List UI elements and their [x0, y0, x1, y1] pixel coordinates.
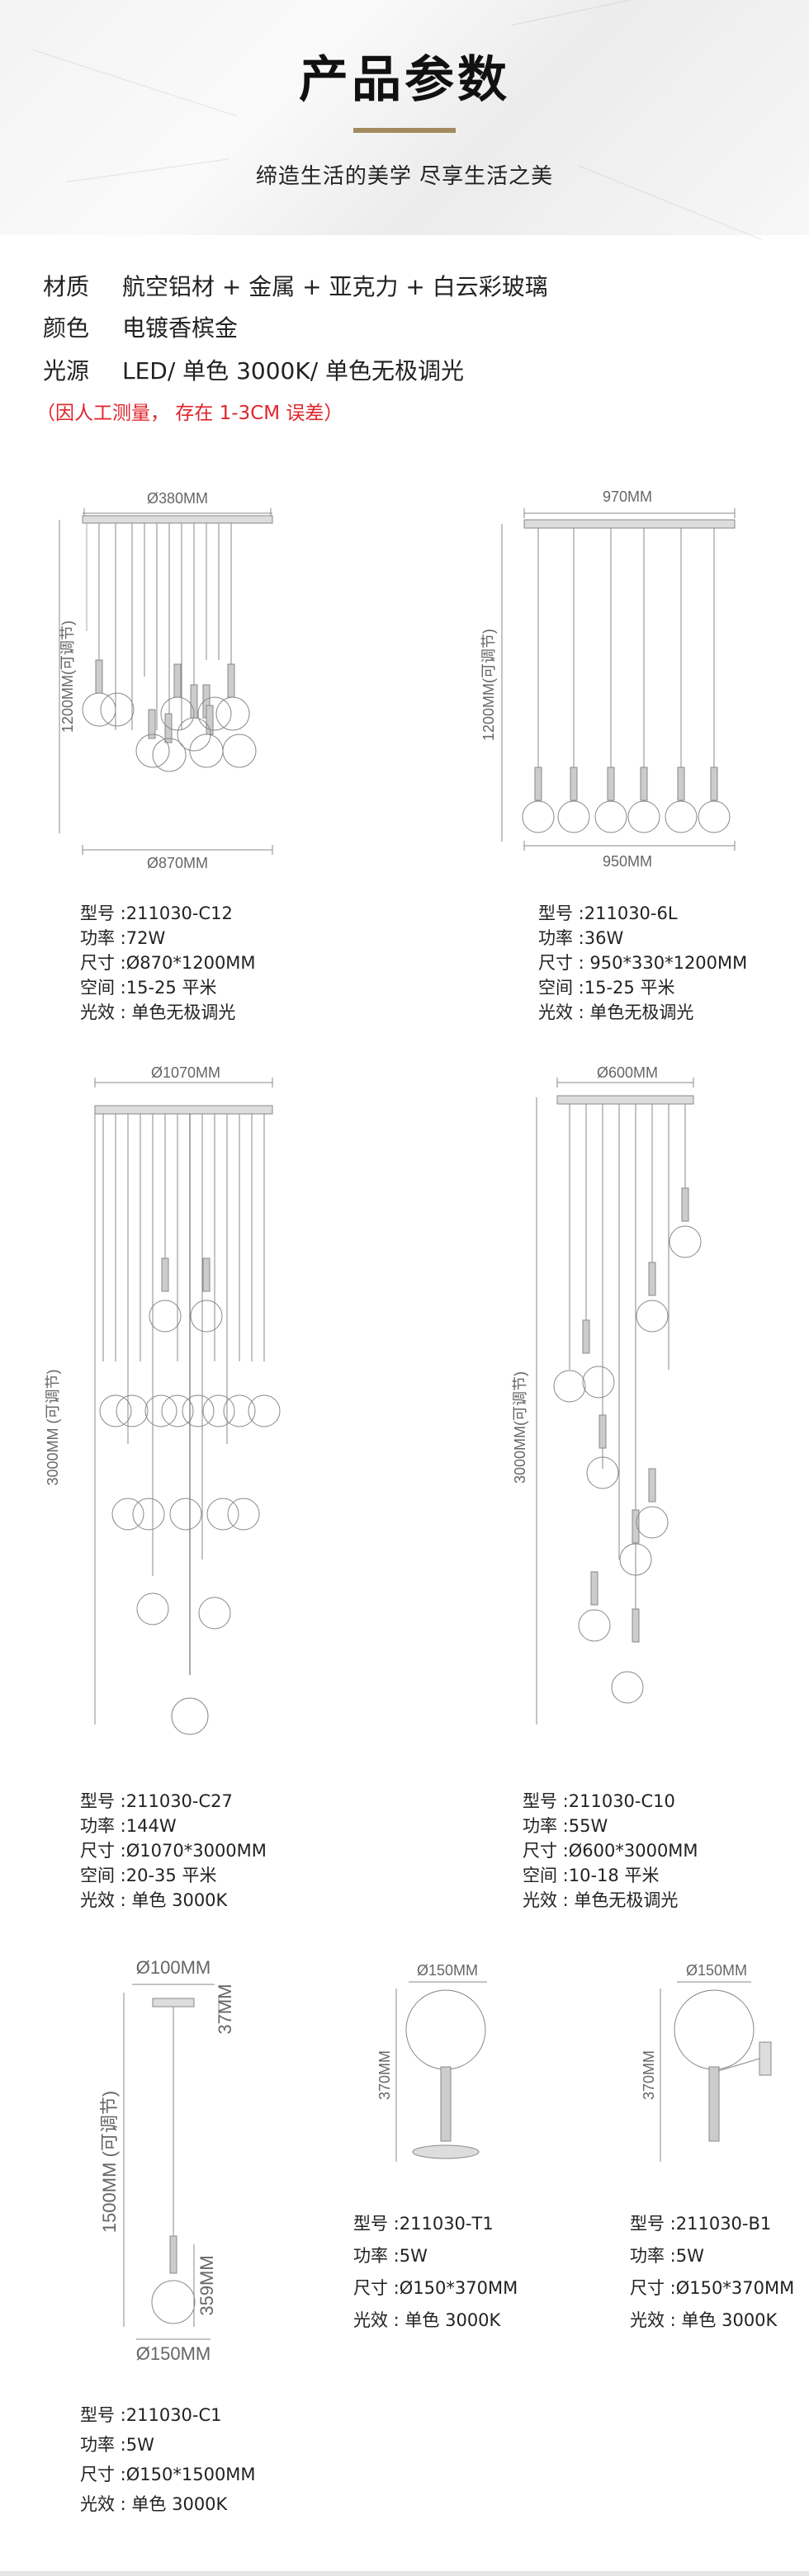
product-info-b1: 型号 :211030-B1 功率 :5W 尺寸 :Ø150*370MM 光效 :…	[630, 2211, 794, 2333]
product-info-c12: 型号 :211030-C12 功率 :72W 尺寸 :Ø870*1200MM 空…	[80, 901, 256, 1025]
dim-top: Ø1070MM	[151, 1064, 220, 1081]
dim-height: 370MM	[376, 2050, 393, 2100]
dim-height: 1500MM (可调节)	[99, 2091, 120, 2233]
drawing-b1: Ø150MM 370MM	[641, 1962, 772, 2162]
info-size: 尺寸 :Ø600*3000MM	[523, 1841, 698, 1861]
dim-bottom: Ø870MM	[147, 855, 208, 871]
info-power: 功率 :144W	[80, 1816, 177, 1836]
dim-bottom: 950MM	[603, 853, 652, 870]
product-info-c1: 型号 :211030-C1 功率 :5W 尺寸 :Ø150*1500MM 光效 …	[80, 2403, 256, 2517]
page-subtitle: 缔造生活的美学 尽享生活之美	[255, 164, 554, 189]
info-space: 空间 :10-18 平米	[523, 1866, 660, 1885]
info-power: 功率 :72W	[80, 928, 166, 948]
info-size: 尺寸 :Ø1070*3000MM	[80, 1841, 267, 1861]
info-light: 光效 : 单色无极调光	[80, 1003, 236, 1022]
dim-bottom: Ø150MM	[136, 2343, 211, 2364]
info-power: 功率 :5W	[80, 2435, 154, 2455]
drawing-6l: 970MM 950MM 1200MM(可调节)	[480, 488, 736, 870]
info-model: 型号 :211030-6L	[538, 903, 678, 923]
spec-color: 颜色 电镀香槟金	[43, 310, 238, 343]
info-power: 功率 :5W	[353, 2246, 428, 2266]
spec-label: 材质	[43, 273, 90, 300]
dim-height: 3000MM(可调节)	[512, 1371, 528, 1484]
spec-value: LED/ 单色 3000K/ 单色无极调光	[122, 357, 465, 385]
info-size: 尺寸 : 950*330*1200MM	[538, 953, 748, 973]
dim-top: Ø380MM	[147, 490, 208, 507]
title-divider	[353, 128, 456, 133]
info-light: 光效 : 单色 3000K	[80, 1890, 228, 1910]
info-size: 尺寸 :Ø150*1500MM	[80, 2465, 256, 2484]
info-model: 型号 :211030-C10	[523, 1791, 675, 1811]
spec-label: 颜色	[43, 314, 90, 342]
info-power: 功率 :5W	[630, 2246, 704, 2266]
measurement-note: （因人工测量， 存在 1-3CM 误差）	[36, 403, 343, 424]
info-power: 功率 :55W	[523, 1816, 608, 1836]
header-banner: 产品参数 缔造生活的美学 尽享生活之美	[0, 0, 809, 240]
drawing-c27: Ø1070MM 3000MM (可调节)	[45, 1064, 281, 1735]
spec-material: 材质 航空铝材 + 金属 + 亚克力 + 白云彩玻璃	[43, 269, 548, 302]
dim-top: Ø150MM	[686, 1962, 747, 1979]
info-light: 光效 : 单色无极调光	[538, 1003, 694, 1022]
info-light: 光效 : 单色 3000K	[80, 2494, 228, 2514]
info-space: 空间 :15-25 平米	[538, 978, 675, 998]
drawing-c10: Ø600MM 3000MM(可调节)	[512, 1064, 702, 1724]
dim-top: 970MM	[603, 488, 652, 505]
info-size: 尺寸 :Ø150*370MM	[630, 2278, 795, 2298]
info-model: 型号 :211030-B1	[630, 2214, 772, 2234]
info-space: 空间 :15-25 平米	[80, 978, 217, 998]
page-title: 产品参数	[299, 51, 510, 109]
info-light: 光效 : 单色 3000K	[353, 2310, 501, 2330]
info-light: 光效 : 单色 3000K	[630, 2310, 778, 2330]
dim-top-height: 37MM	[215, 1984, 235, 2034]
dim-height: 370MM	[641, 2050, 657, 2100]
info-size: 尺寸 :Ø150*370MM	[353, 2278, 518, 2298]
product-info-c27: 型号 :211030-C27 功率 :144W 尺寸 :Ø1070*3000MM…	[80, 1789, 267, 1913]
info-size: 尺寸 :Ø870*1200MM	[80, 953, 256, 973]
footer-divider	[0, 2571, 809, 2576]
dim-top: Ø150MM	[417, 1962, 478, 1979]
drawing-t1: Ø150MM 370MM	[376, 1962, 487, 2162]
info-power: 功率 :36W	[538, 928, 624, 948]
info-model: 型号 :211030-C1	[80, 2405, 222, 2425]
dim-height: 1200MM(可调节)	[59, 620, 76, 733]
dim-top: Ø600MM	[597, 1064, 658, 1081]
dim-height: 1200MM(可调节)	[480, 629, 497, 741]
spec-light-source: 光源 LED/ 单色 3000K/ 单色无极调光	[43, 353, 464, 386]
info-model: 型号 :211030-C12	[80, 903, 233, 923]
product-info-c10: 型号 :211030-C10 功率 :55W 尺寸 :Ø600*3000MM 空…	[523, 1789, 698, 1913]
drawing-c12: Ø380MM Ø870MM 1200MM(可调节)	[59, 490, 273, 871]
dim-top: Ø100MM	[136, 1957, 211, 1978]
info-space: 空间 :20-35 平米	[80, 1866, 217, 1885]
info-model: 型号 :211030-T1	[353, 2214, 494, 2234]
info-model: 型号 :211030-C27	[80, 1791, 233, 1811]
info-light: 光效 : 单色无极调光	[523, 1890, 679, 1910]
spec-value: 航空铝材 + 金属 + 亚克力 + 白云彩玻璃	[122, 273, 548, 300]
dim-shade-height: 359MM	[196, 2255, 217, 2315]
spec-label: 光源	[43, 357, 90, 385]
drawing-c1: Ø100MM 37MM 1500MM (可调节) 359MM Ø150MM	[99, 1957, 235, 2364]
product-info-t1: 型号 :211030-T1 功率 :5W 尺寸 :Ø150*370MM 光效 :…	[353, 2211, 518, 2333]
spec-value: 电镀香槟金	[122, 314, 239, 342]
dim-height: 3000MM (可调节)	[45, 1369, 61, 1485]
product-info-6l: 型号 :211030-6L 功率 :36W 尺寸 : 950*330*1200M…	[538, 901, 747, 1025]
